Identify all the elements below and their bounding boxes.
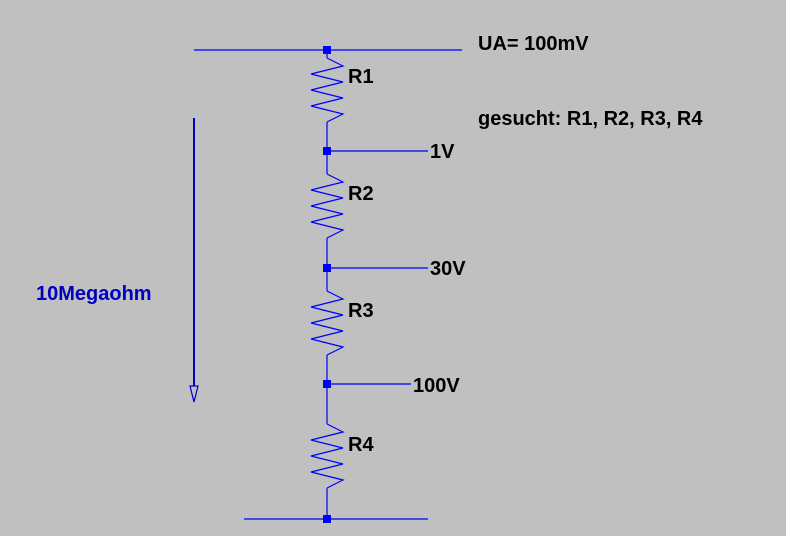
r2-resistor-symbol: [310, 173, 345, 239]
tap-label-1v: 1V: [430, 141, 455, 163]
tap-label-100v: 100V: [413, 375, 460, 397]
ua-label: UA= 100mV: [478, 33, 589, 55]
resistor-label-r4: R4: [348, 434, 374, 456]
resistor-label-r1: R1: [348, 66, 374, 88]
tap-label-30v: 30V: [430, 258, 466, 280]
r4-resistor-symbol: [310, 423, 345, 489]
arrow-down-icon: [189, 385, 199, 403]
junction-node-top: [323, 46, 331, 54]
resistor-label-r3: R3: [348, 300, 374, 322]
resistor-label-r2: R2: [348, 183, 374, 205]
task-label: gesucht: R1, R2, R3, R4: [478, 108, 703, 130]
r1-resistor-symbol: [310, 57, 345, 123]
total-resistance-label: 10Megaohm: [36, 283, 152, 305]
junction-node-bottom: [323, 515, 331, 523]
junction-node-30v: [323, 264, 331, 272]
junction-node-1v: [323, 147, 331, 155]
r3-resistor-symbol: [310, 290, 345, 356]
junction-node-100v: [323, 380, 331, 388]
